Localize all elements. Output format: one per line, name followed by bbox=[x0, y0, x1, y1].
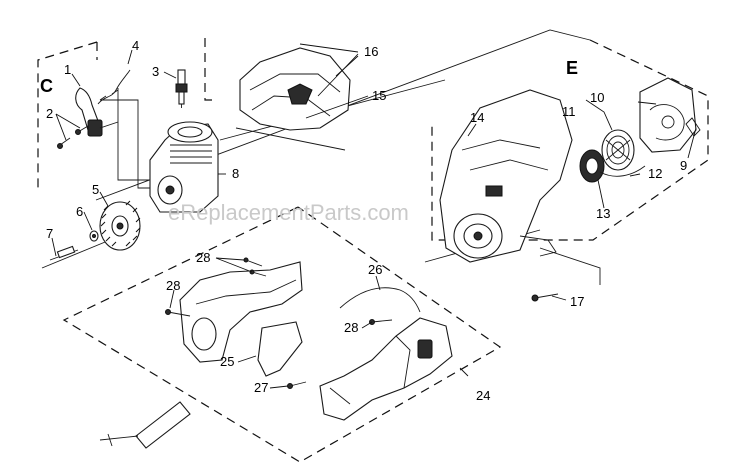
watermark-text: eReplacementParts.com bbox=[168, 200, 409, 225]
callout-7: 7 bbox=[46, 226, 53, 241]
handle-housing bbox=[179, 261, 303, 377]
guide-line bbox=[539, 247, 601, 285]
callout-6: 6 bbox=[76, 204, 83, 219]
assembly-24-boundary bbox=[62, 206, 502, 463]
screw-pair bbox=[57, 125, 89, 149]
guide-line bbox=[235, 127, 346, 151]
drive-shaft bbox=[49, 245, 79, 261]
flywheel-nut bbox=[89, 230, 99, 242]
callout-2: 2 bbox=[46, 106, 53, 121]
callout-12: 12 bbox=[648, 166, 662, 181]
handle-screw bbox=[287, 381, 307, 389]
callout-28-right: 28 bbox=[344, 320, 358, 335]
flywheel bbox=[99, 200, 141, 251]
callout-8: 8 bbox=[232, 166, 239, 181]
throttle-cable bbox=[339, 287, 421, 313]
callout-10: 10 bbox=[590, 90, 604, 105]
section-label-e: E bbox=[566, 58, 578, 78]
recoil-pulley bbox=[579, 149, 605, 183]
shroud-leaders bbox=[299, 43, 369, 119]
spark-plug bbox=[175, 69, 188, 108]
ignition-wire bbox=[97, 69, 131, 105]
engine-shroud bbox=[239, 47, 351, 131]
callout-26: 26 bbox=[368, 262, 382, 277]
callout-3: 3 bbox=[152, 64, 159, 79]
callout-28-upper: 28 bbox=[196, 250, 210, 265]
drive-tube bbox=[99, 401, 191, 449]
ignition-coil bbox=[75, 87, 119, 137]
callout-1: 1 bbox=[64, 62, 71, 77]
engine-block bbox=[149, 121, 219, 213]
callout-5: 5 bbox=[92, 182, 99, 197]
guide-line bbox=[100, 99, 152, 189]
callout-27: 27 bbox=[254, 380, 268, 395]
recoil-spring bbox=[601, 129, 635, 171]
section-c-boundary-top bbox=[204, 38, 213, 101]
callout-4: 4 bbox=[132, 38, 139, 53]
throttle-housing bbox=[319, 317, 453, 421]
section-e-boundary bbox=[431, 39, 709, 241]
housing-bolt bbox=[531, 293, 559, 302]
cover-bracket bbox=[685, 117, 701, 137]
guide-line bbox=[41, 239, 111, 269]
fan-housing bbox=[439, 89, 573, 263]
starter-rope bbox=[599, 165, 646, 177]
callout-leaders bbox=[51, 49, 697, 389]
callout-16: 16 bbox=[364, 44, 378, 59]
callout-11: 11 bbox=[562, 104, 576, 119]
callout-14: 14 bbox=[470, 110, 484, 125]
section-label-c: C bbox=[40, 76, 53, 96]
callout-17: 17 bbox=[570, 294, 584, 309]
callout-9: 9 bbox=[680, 158, 687, 173]
callout-15: 15 bbox=[372, 88, 386, 103]
guide-line bbox=[117, 88, 160, 181]
callout-24: 24 bbox=[476, 388, 490, 403]
callout-13: 13 bbox=[596, 206, 610, 221]
starter-cover bbox=[639, 77, 697, 153]
section-c-boundary bbox=[37, 41, 98, 193]
guide-line bbox=[95, 29, 591, 201]
callout-28-left: 28 bbox=[166, 278, 180, 293]
callout-25: 25 bbox=[220, 354, 234, 369]
